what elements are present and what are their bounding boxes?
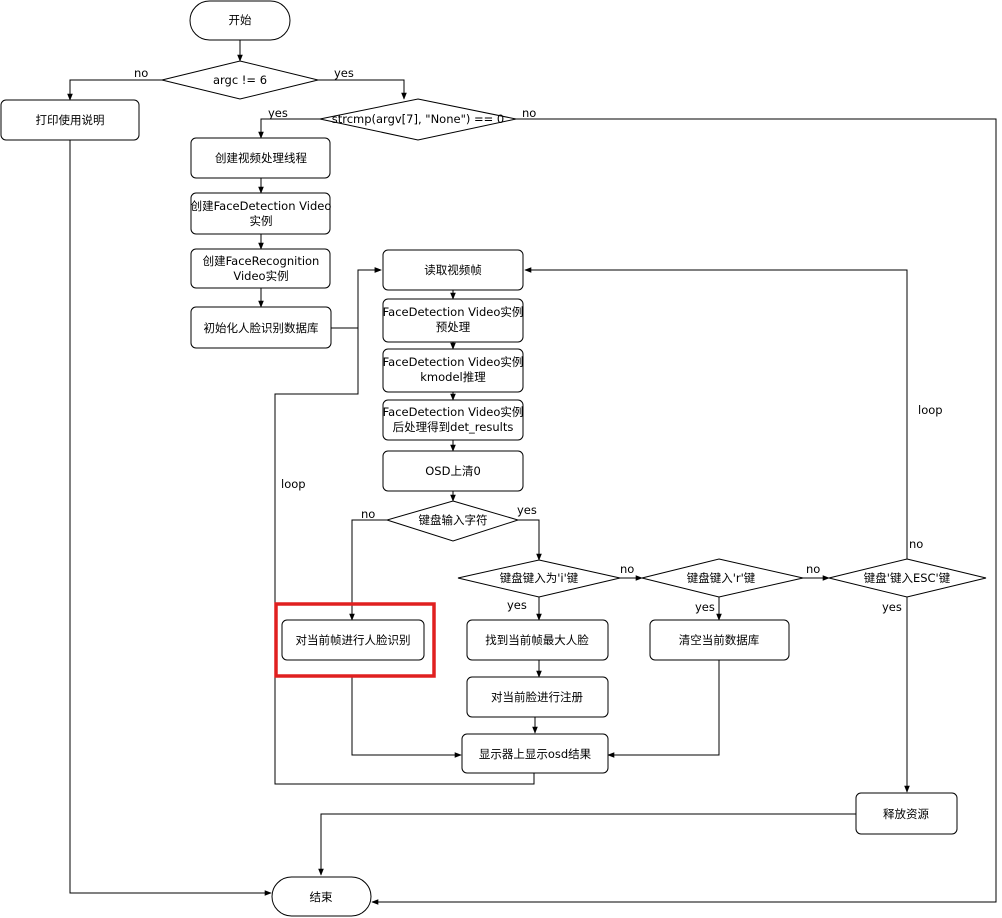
osd-clear-label: OSD上清0 <box>425 464 481 478</box>
release-label: 释放资源 <box>883 807 929 821</box>
find-face-label: 找到当前帧最大人脸 <box>485 633 589 647</box>
key-r-decision: 键盘键入'r'键 <box>641 558 804 598</box>
label-loop-right: loop <box>918 403 943 417</box>
edge-labels: no yes yes no loop loop no yes no yes no… <box>134 66 943 614</box>
label-strcmp-no: no <box>522 106 536 120</box>
end-node: 结束 <box>271 876 372 917</box>
edge-db-read <box>331 267 382 329</box>
register-label: 对当前脸进行注册 <box>491 690 583 704</box>
edge-release-end <box>318 813 856 876</box>
create-fd-node: 创建FaceDetection Video 实例 <box>190 192 332 235</box>
edge-argc-no <box>67 79 162 101</box>
start-label: 开始 <box>229 13 252 27</box>
strcmp-decision: strcmp(argv[7], "None") == 0 <box>319 98 517 141</box>
label-kb-yes: yes <box>517 503 537 517</box>
fd-infer-node: FaceDetection Video实例 kmodel推理 <box>382 348 524 393</box>
label-r-yes: yes <box>695 600 715 614</box>
fd-pre-label-1: FaceDetection Video实例 <box>383 305 524 319</box>
recognize-label: 对当前帧进行人脸识别 <box>296 633 411 647</box>
start-node: 开始 <box>189 0 291 41</box>
label-kb-no: no <box>361 507 375 521</box>
edge-argc-yes <box>318 79 407 100</box>
read-frame-node: 读取视频帧 <box>382 249 524 291</box>
edge-recognize-display <box>351 677 462 758</box>
label-i-yes: yes <box>507 598 527 612</box>
fd-post-label-1: FaceDetection Video实例 <box>383 405 524 419</box>
edge-strcmp-no <box>371 118 997 905</box>
create-thread-label: 创建视频处理线程 <box>215 151 307 165</box>
print-usage-node: 打印使用说明 <box>0 99 140 141</box>
fd-preprocess-node: FaceDetection Video实例 预处理 <box>382 298 524 343</box>
key-esc-label: 键盘'键入ESC'键 <box>864 571 951 585</box>
create-fd-label-2: 实例 <box>250 214 273 228</box>
release-node: 释放资源 <box>855 792 958 835</box>
keyboard-decision: 键盘输入字符 <box>385 500 520 542</box>
print-usage-label: 打印使用说明 <box>36 113 105 127</box>
key-r-label: 键盘键入'r'键 <box>687 571 756 585</box>
edges <box>67 40 997 905</box>
label-loop-left: loop <box>281 477 306 491</box>
end-label: 结束 <box>310 890 333 904</box>
fd-infer-label-1: FaceDetection Video实例 <box>383 355 524 369</box>
label-r-no: no <box>806 562 820 576</box>
edge-display-loop <box>274 267 535 785</box>
edge-strcmp-yes <box>258 118 320 139</box>
register-node: 对当前脸进行注册 <box>466 676 609 718</box>
label-i-no: no <box>620 562 634 576</box>
argc-decision: argc != 6 <box>161 60 319 100</box>
keyboard-label: 键盘输入字符 <box>419 513 488 527</box>
fd-pre-label-2: 预处理 <box>436 320 471 334</box>
osd-clear-node: OSD上清0 <box>382 450 524 492</box>
create-fr-label-2: Video实例 <box>233 269 288 283</box>
edge-kb-yes <box>518 519 542 561</box>
create-fr-label-1: 创建FaceRecognition <box>203 254 320 268</box>
label-argc-no: no <box>134 66 148 80</box>
fd-infer-label-2: kmodel推理 <box>420 370 486 384</box>
recognize-node: 对当前帧进行人脸识别 <box>281 619 425 661</box>
edge-usage-end <box>69 140 272 896</box>
fd-postprocess-node: FaceDetection Video实例 后处理得到det_results <box>382 399 524 441</box>
display-label: 显示器上显示osd结果 <box>479 747 592 761</box>
fd-post-label-2: 后处理得到det_results <box>393 420 514 434</box>
key-esc-decision: 键盘'键入ESC'键 <box>828 558 987 598</box>
edge-kb-no <box>349 519 387 621</box>
strcmp-label: strcmp(argv[7], "None") == 0 <box>332 112 505 126</box>
edge-esc-no-loop <box>524 267 908 559</box>
init-db-node: 初始化人脸识别数据库 <box>190 306 332 349</box>
label-argc-yes: yes <box>334 66 354 80</box>
edge-clear-display <box>607 660 720 758</box>
find-face-node: 找到当前帧最大人脸 <box>466 619 609 661</box>
init-db-label: 初始化人脸识别数据库 <box>204 321 319 335</box>
label-strcmp-yes: yes <box>268 106 288 120</box>
label-esc-no: no <box>909 537 923 551</box>
highlight-box <box>274 602 436 678</box>
label-esc-yes: yes <box>882 600 902 614</box>
display-node: 显示器上显示osd结果 <box>461 733 609 774</box>
clear-db-node: 清空当前数据库 <box>649 619 790 661</box>
read-frame-label: 读取视频帧 <box>424 263 482 277</box>
create-thread-node: 创建视频处理线程 <box>190 137 331 179</box>
clear-db-label: 清空当前数据库 <box>679 633 760 647</box>
key-i-label: 键盘键入为'i'键 <box>500 571 579 585</box>
create-fd-label-1: 创建FaceDetection Video <box>191 199 332 213</box>
key-i-decision: 键盘键入为'i'键 <box>457 559 621 598</box>
create-fr-node: 创建FaceRecognition Video实例 <box>190 248 331 289</box>
argc-label: argc != 6 <box>213 73 267 87</box>
